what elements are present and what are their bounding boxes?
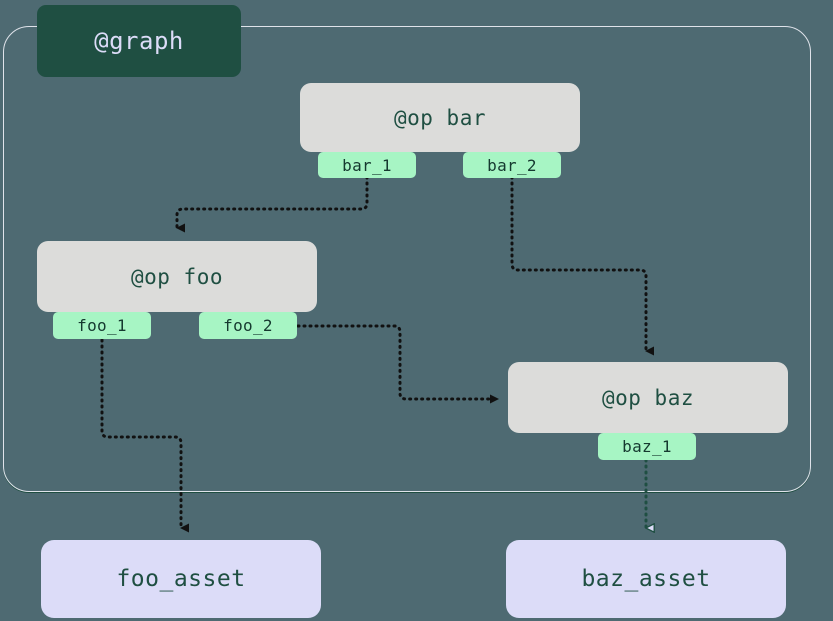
op-node-baz[interactable]: @op baz — [508, 362, 788, 433]
output-pill-baz_1[interactable]: baz_1 — [598, 433, 696, 460]
op-node-foo[interactable]: @op foo — [37, 241, 317, 312]
output-pill-bar_1[interactable]: bar_1 — [318, 152, 416, 178]
graph-container — [3, 26, 811, 492]
asset-node-baz_asset[interactable]: baz_asset — [506, 540, 786, 618]
output-pill-foo_2[interactable]: foo_2 — [199, 312, 297, 339]
output-pill-bar_2[interactable]: bar_2 — [463, 152, 561, 178]
output-pill-foo_1[interactable]: foo_1 — [53, 312, 151, 339]
op-node-bar[interactable]: @op bar — [300, 83, 580, 152]
asset-node-foo_asset[interactable]: foo_asset — [41, 540, 321, 618]
graph-label[interactable]: @graph — [37, 5, 241, 77]
